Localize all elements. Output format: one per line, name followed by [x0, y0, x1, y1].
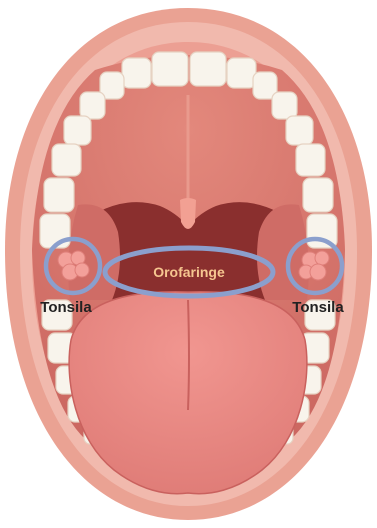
tooth: [152, 52, 188, 86]
tooth: [64, 116, 91, 145]
tooth: [272, 92, 297, 119]
tooth: [296, 144, 325, 176]
tooth: [303, 178, 333, 212]
tooth: [44, 178, 74, 212]
tooth: [122, 58, 151, 88]
tooth: [52, 144, 81, 176]
oropharynx-label: Orofaringe: [153, 264, 225, 280]
tonsil-left-label: Tonsila: [40, 299, 92, 316]
tooth: [286, 116, 313, 145]
tooth: [80, 92, 105, 119]
tooth: [190, 52, 226, 86]
tongue-groove: [188, 300, 189, 410]
tonsil-left: [58, 251, 89, 280]
tooth: [227, 58, 256, 88]
tonsil-right-label: Tonsila: [292, 299, 344, 316]
tooth: [40, 214, 70, 248]
uvula: [180, 198, 196, 229]
